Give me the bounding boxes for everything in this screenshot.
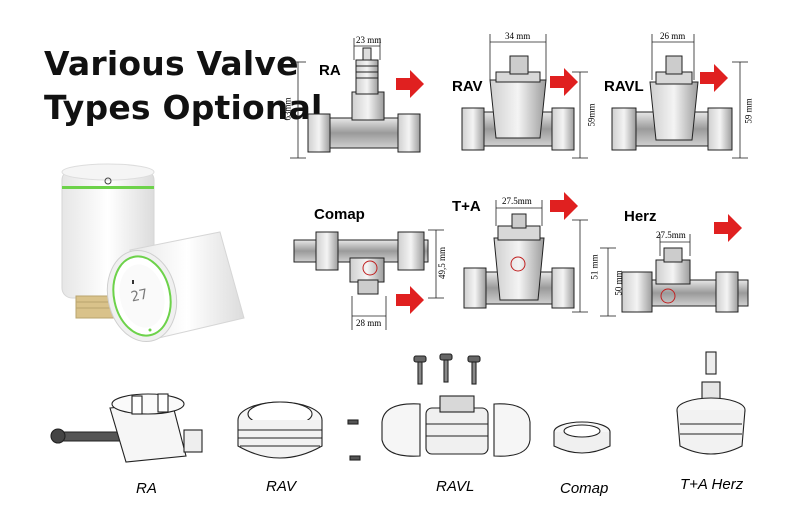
adapter-caption-ra: RA <box>136 480 157 497</box>
valve-ravl-arrow <box>700 64 728 92</box>
valve-comap-width-dim: 28 mm <box>356 318 382 328</box>
valve-label-rav: RAV <box>452 78 483 95</box>
valve-label-ta: T+A <box>452 198 481 215</box>
valve-ta-dimension-lines <box>495 200 588 313</box>
valve-herz-width-dim: 27.5mm <box>656 230 686 240</box>
adapter-comap-drawing <box>553 421 611 454</box>
valve-ta-arrow <box>550 192 578 220</box>
adapter-caption-ta-herz: T+A Herz <box>680 476 744 493</box>
thermostat-lying-unit <box>106 231 245 343</box>
valve-herz-drawing <box>621 247 749 313</box>
headline-line-2: Types Optional <box>44 88 323 127</box>
valve-rav-dimension-lines <box>489 34 588 159</box>
valve-ra-dimension-lines <box>290 38 381 159</box>
valve-ta-width-dim: 27.5mm <box>502 196 532 206</box>
valve-herz-arrow <box>714 214 742 242</box>
adapter-rav-drawing <box>237 401 323 459</box>
adapter-ravl-drawing <box>347 353 531 461</box>
valve-ra-width-dim: 23 mm <box>356 35 382 45</box>
adapter-ravl-screws <box>347 353 481 461</box>
valve-rav-arrow <box>550 68 578 96</box>
adapter-caption-rav: RAV <box>266 478 297 495</box>
adapter-ra-drawing <box>50 393 203 463</box>
valve-label-ra: RA <box>319 62 341 79</box>
adapter-ta-herz-drawing <box>676 351 746 455</box>
valve-ravl-drawing <box>611 55 733 151</box>
valve-label-comap: Comap <box>314 206 365 223</box>
valve-ta-drawing <box>463 213 575 309</box>
valve-rav-drawing <box>461 55 575 151</box>
adapter-caption-comap: Comap <box>560 480 609 497</box>
valve-label-herz: Herz <box>624 208 657 225</box>
adapter-caption-ravl: RAVL <box>436 478 475 495</box>
valve-ra-arrow <box>396 70 424 98</box>
valve-herz-dimension-lines <box>600 234 691 317</box>
valve-ravl-width-dim: 26 mm <box>660 31 686 41</box>
valve-ravl-dimension-lines <box>651 34 748 159</box>
headline-line-1: Various Valve <box>44 44 299 83</box>
valve-comap-dimension-lines <box>351 229 444 330</box>
valve-label-ravl: RAVL <box>604 78 644 95</box>
valve-comap-drawing <box>293 231 429 295</box>
valve-comap-arrow <box>396 286 424 314</box>
valve-rav-width-dim: 34 mm <box>505 31 531 41</box>
valve-ra-drawing <box>307 47 421 153</box>
